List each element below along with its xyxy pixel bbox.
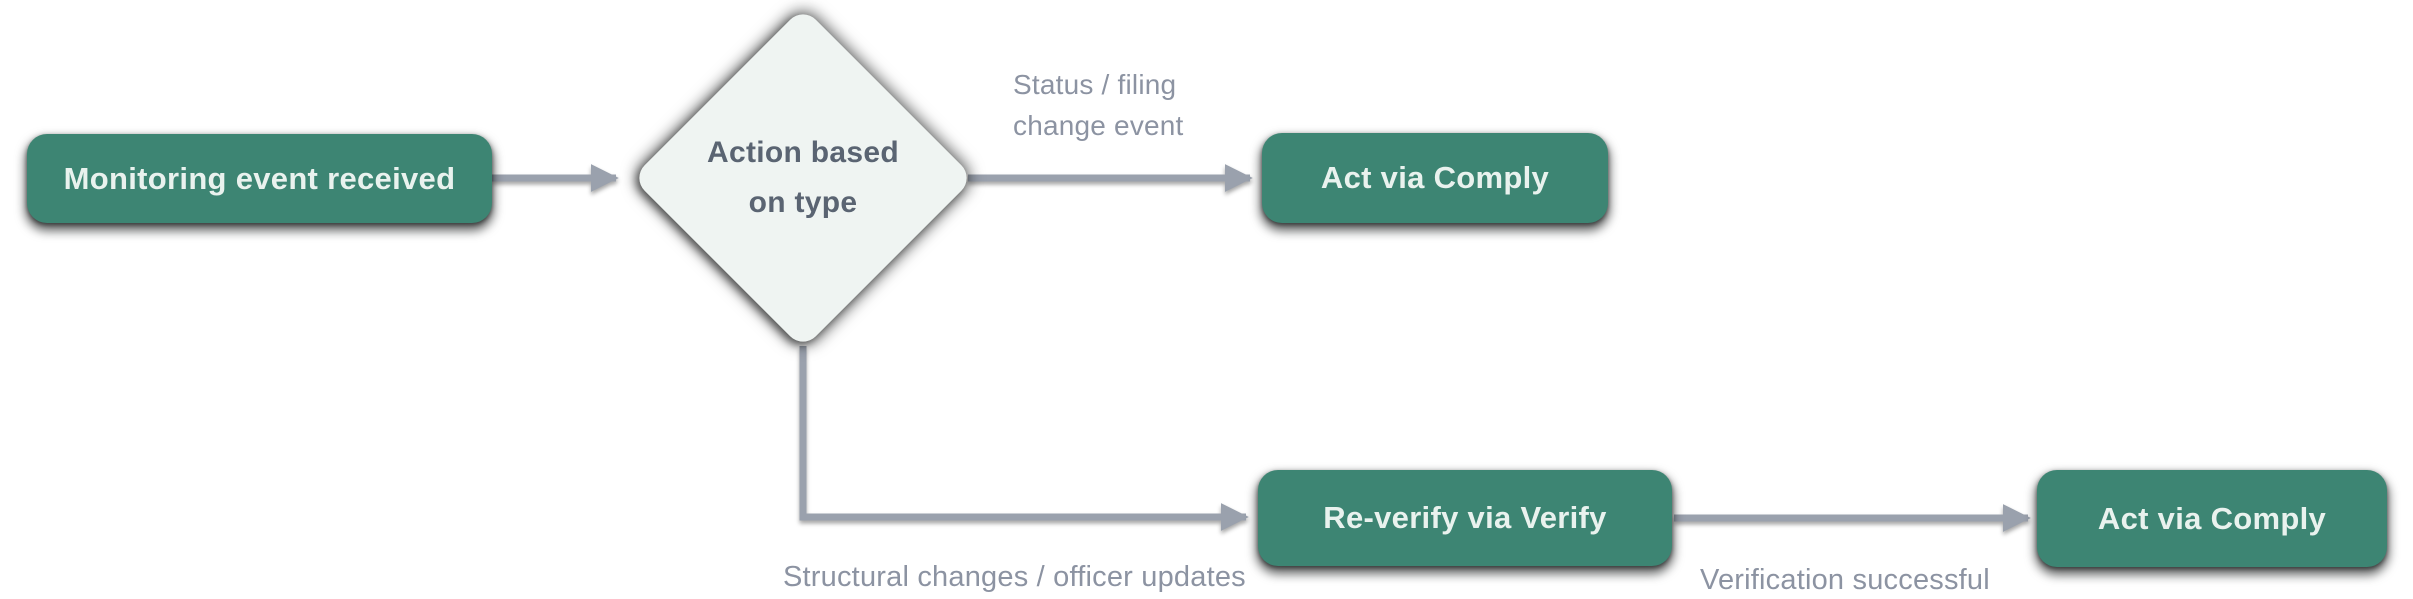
edge-label-status-line1: Status / filing [1013,69,1177,100]
node-monitoring-event-label: Monitoring event received [63,160,456,196]
node-act-via-comply-bottom: Act via Comply [2037,470,2387,567]
edge-label-structural-changes: Structural changes / officer updates [783,561,1246,593]
node-reverify-via-verify: Re-verify via Verify [1258,470,1672,566]
edge-label-status-line2: change event [1013,110,1184,141]
decision-label-line1: Action based [707,136,899,169]
node-act-via-comply-bottom-label: Act via Comply [2097,500,2327,536]
node-monitoring-event: Monitoring event received [27,134,492,223]
node-act-via-comply-top: Act via Comply [1262,133,1608,223]
edge-label-verification-successful: Verification successful [1700,564,1990,596]
edge-label-status-filing-change: Status / filing change event [1013,64,1184,146]
node-act-via-comply-top-label: Act via Comply [1320,160,1550,195]
node-reverify-via-verify-label: Re-verify via Verify [1323,500,1607,535]
edge-decision-to-reverify [799,346,1249,531]
decision-label-line2: on type [748,186,858,219]
node-action-decision-label: Action based on type [663,128,943,228]
node-action-decision: Action based on type [631,6,975,350]
